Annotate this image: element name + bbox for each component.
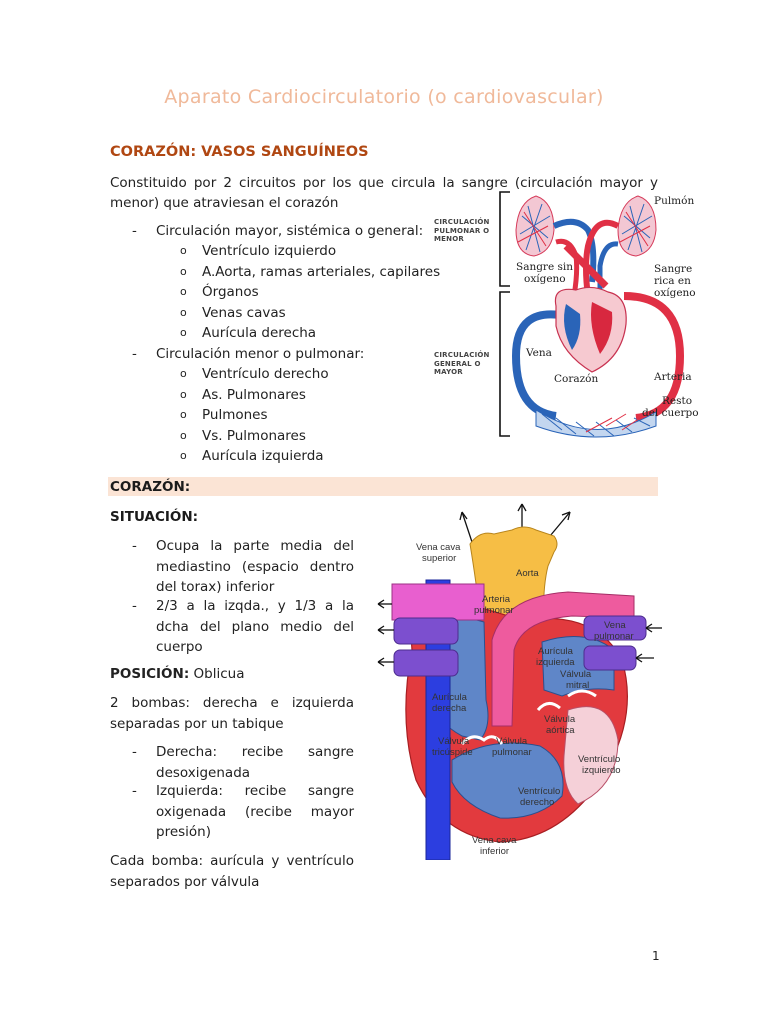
arteria-pulmonar-left-shape (391, 583, 485, 621)
label-valvula-aortica-2: aórtica (546, 725, 575, 736)
valvula-tricuspide-icon (460, 735, 504, 746)
label-circulacion-pulmonar: CIRCULACIÓN PULMONAR O MENOR (434, 218, 490, 243)
label-auricula-izq-1: Aurícula (538, 646, 574, 657)
capillary-bed-icon (535, 409, 657, 438)
label-valvula-tric-2: tricúspide (432, 747, 473, 758)
vena-pulmonar-right-shape-2 (583, 645, 637, 671)
label-valvula-pulm-1: Válvula (496, 736, 528, 747)
label-auricula-der-2: derecha (432, 703, 467, 714)
bombas-paragraph: 2 bombas: derecha e izquierda separadas … (110, 695, 354, 732)
posicion-value: Oblicua (193, 666, 245, 682)
label-ventriculo-izq-1: Ventrículo (578, 754, 620, 765)
section-heading-shade (108, 477, 658, 496)
label-valvula-mitral-2: mitral (566, 680, 589, 691)
label-auricula-der-1: Aurícula (432, 692, 468, 703)
label-arteria-pulm-2: pulmonar (474, 605, 514, 616)
lung-left-icon (515, 195, 555, 257)
label-vena-cava-sup-2: superior (422, 553, 456, 564)
label-circulacion-general: CIRCULACIÓN GENERAL O MAYOR (434, 351, 490, 376)
situacion-heading: SITUACIÓN: (110, 509, 199, 525)
label-pulmon: Pulmón (654, 195, 694, 207)
label-vena-pulm-1: Vena (604, 620, 626, 631)
label-ventriculo-der-1: Ventrículo (518, 786, 560, 797)
label-arteria: Arteria (653, 371, 692, 383)
label-vena-cava-inf-2: inferior (480, 846, 509, 857)
label-sangre-sin-2: oxígeno (524, 273, 566, 285)
list-item-mayor: - Circulación mayor, sistémica o general… (132, 221, 424, 242)
label-vena-cava-sup-1: Vena cava (416, 542, 461, 553)
arteria-pulmonar-shape (491, 591, 635, 727)
bracket-general (499, 291, 510, 437)
bracket-pulmonar (499, 191, 510, 287)
label-resto-1: Resto (662, 395, 692, 407)
label-vena: Vena (525, 347, 552, 359)
label-ventriculo-izq-2: izquierdo (582, 765, 621, 776)
derecha-item: - Derecha: recibe sangre desoxigenada (132, 744, 354, 781)
label-valvula-aortica-1: Válvula (544, 714, 576, 725)
situacion-item-1: - Ocupa la parte media del mediastino (e… (132, 538, 354, 595)
arrow-icon (549, 511, 571, 537)
section-heading-vasos: CORAZÓN: VASOS SANGUÍNEOS (110, 144, 369, 160)
page-number: 1 (652, 949, 660, 963)
label-aorta: Aorta (516, 568, 539, 579)
label-arteria-pulm-1: Arteria (482, 594, 511, 605)
heart-icon (554, 286, 627, 373)
heart-diagram: Vena cava superior Aorta Arteria pulmona… (377, 503, 662, 860)
lung-right-icon (617, 195, 657, 257)
label-vena-pulm-2: pulmonar (594, 631, 634, 642)
circulation-diagram: Pulmón Sangre sin oxígeno Sangre rica en… (499, 191, 699, 438)
ventriculo-derecho-shape (451, 742, 564, 819)
list-item-menor: - Circulación menor o pulmonar: (132, 344, 365, 365)
valvula-aortica-icon (536, 702, 561, 712)
label-auricula-izq-2: izquierda (536, 657, 575, 668)
dash-bullet: - (132, 223, 137, 239)
label-corazon: Corazón (554, 373, 598, 385)
posicion-row: POSICIÓN: Oblicua (110, 664, 244, 685)
section-heading-corazon: CORAZÓN: (110, 479, 191, 495)
situacion-item-2: - 2/3 a la izqda., y 1/3 a la dcha del p… (132, 598, 354, 655)
izquierda-item: - Izquierda: recibe sangre oxigenada (re… (132, 783, 354, 840)
mayor-label: Circulación mayor, sistémica o general: (156, 223, 424, 239)
cada-bomba-paragraph: Cada bomba: aurícula y ventrículo separa… (110, 853, 354, 890)
label-vena-cava-inf-1: Vena cava (472, 835, 517, 846)
intro-line-1: Constituido por 2 circuitos por los que … (110, 175, 658, 191)
valvula-mitral-icon (567, 689, 597, 698)
label-ventriculo-der-2: derecho (520, 797, 554, 808)
label-valvula-tric-1: Válvula (438, 736, 470, 747)
label-sangre-rica-2: rica en (654, 275, 691, 287)
vena-pulmonar-left-shape-2 (393, 649, 459, 677)
page-title: Aparato Cardiocirculatorio (o cardiovasc… (164, 86, 604, 108)
posicion-heading: POSICIÓN: (110, 666, 190, 682)
label-valvula-pulm-2: pulmonar (492, 747, 532, 758)
label-resto-2: del cuerpo (642, 407, 699, 419)
label-sangre-rica-3: oxígeno (654, 287, 696, 299)
intro-line-2: menor) que atraviesan el corazón (110, 195, 339, 211)
ventriculo-izquierdo-shape (563, 706, 619, 805)
label-valvula-mitral-1: Válvula (560, 669, 592, 680)
vena-pulmonar-left-shape (393, 617, 459, 645)
arrow-icon (461, 511, 473, 543)
dash-bullet: - (132, 346, 137, 362)
label-sangre-sin-1: Sangre sin (516, 261, 573, 273)
label-sangre-rica-1: Sangre (654, 263, 692, 275)
menor-label: Circulación menor o pulmonar: (156, 346, 365, 362)
